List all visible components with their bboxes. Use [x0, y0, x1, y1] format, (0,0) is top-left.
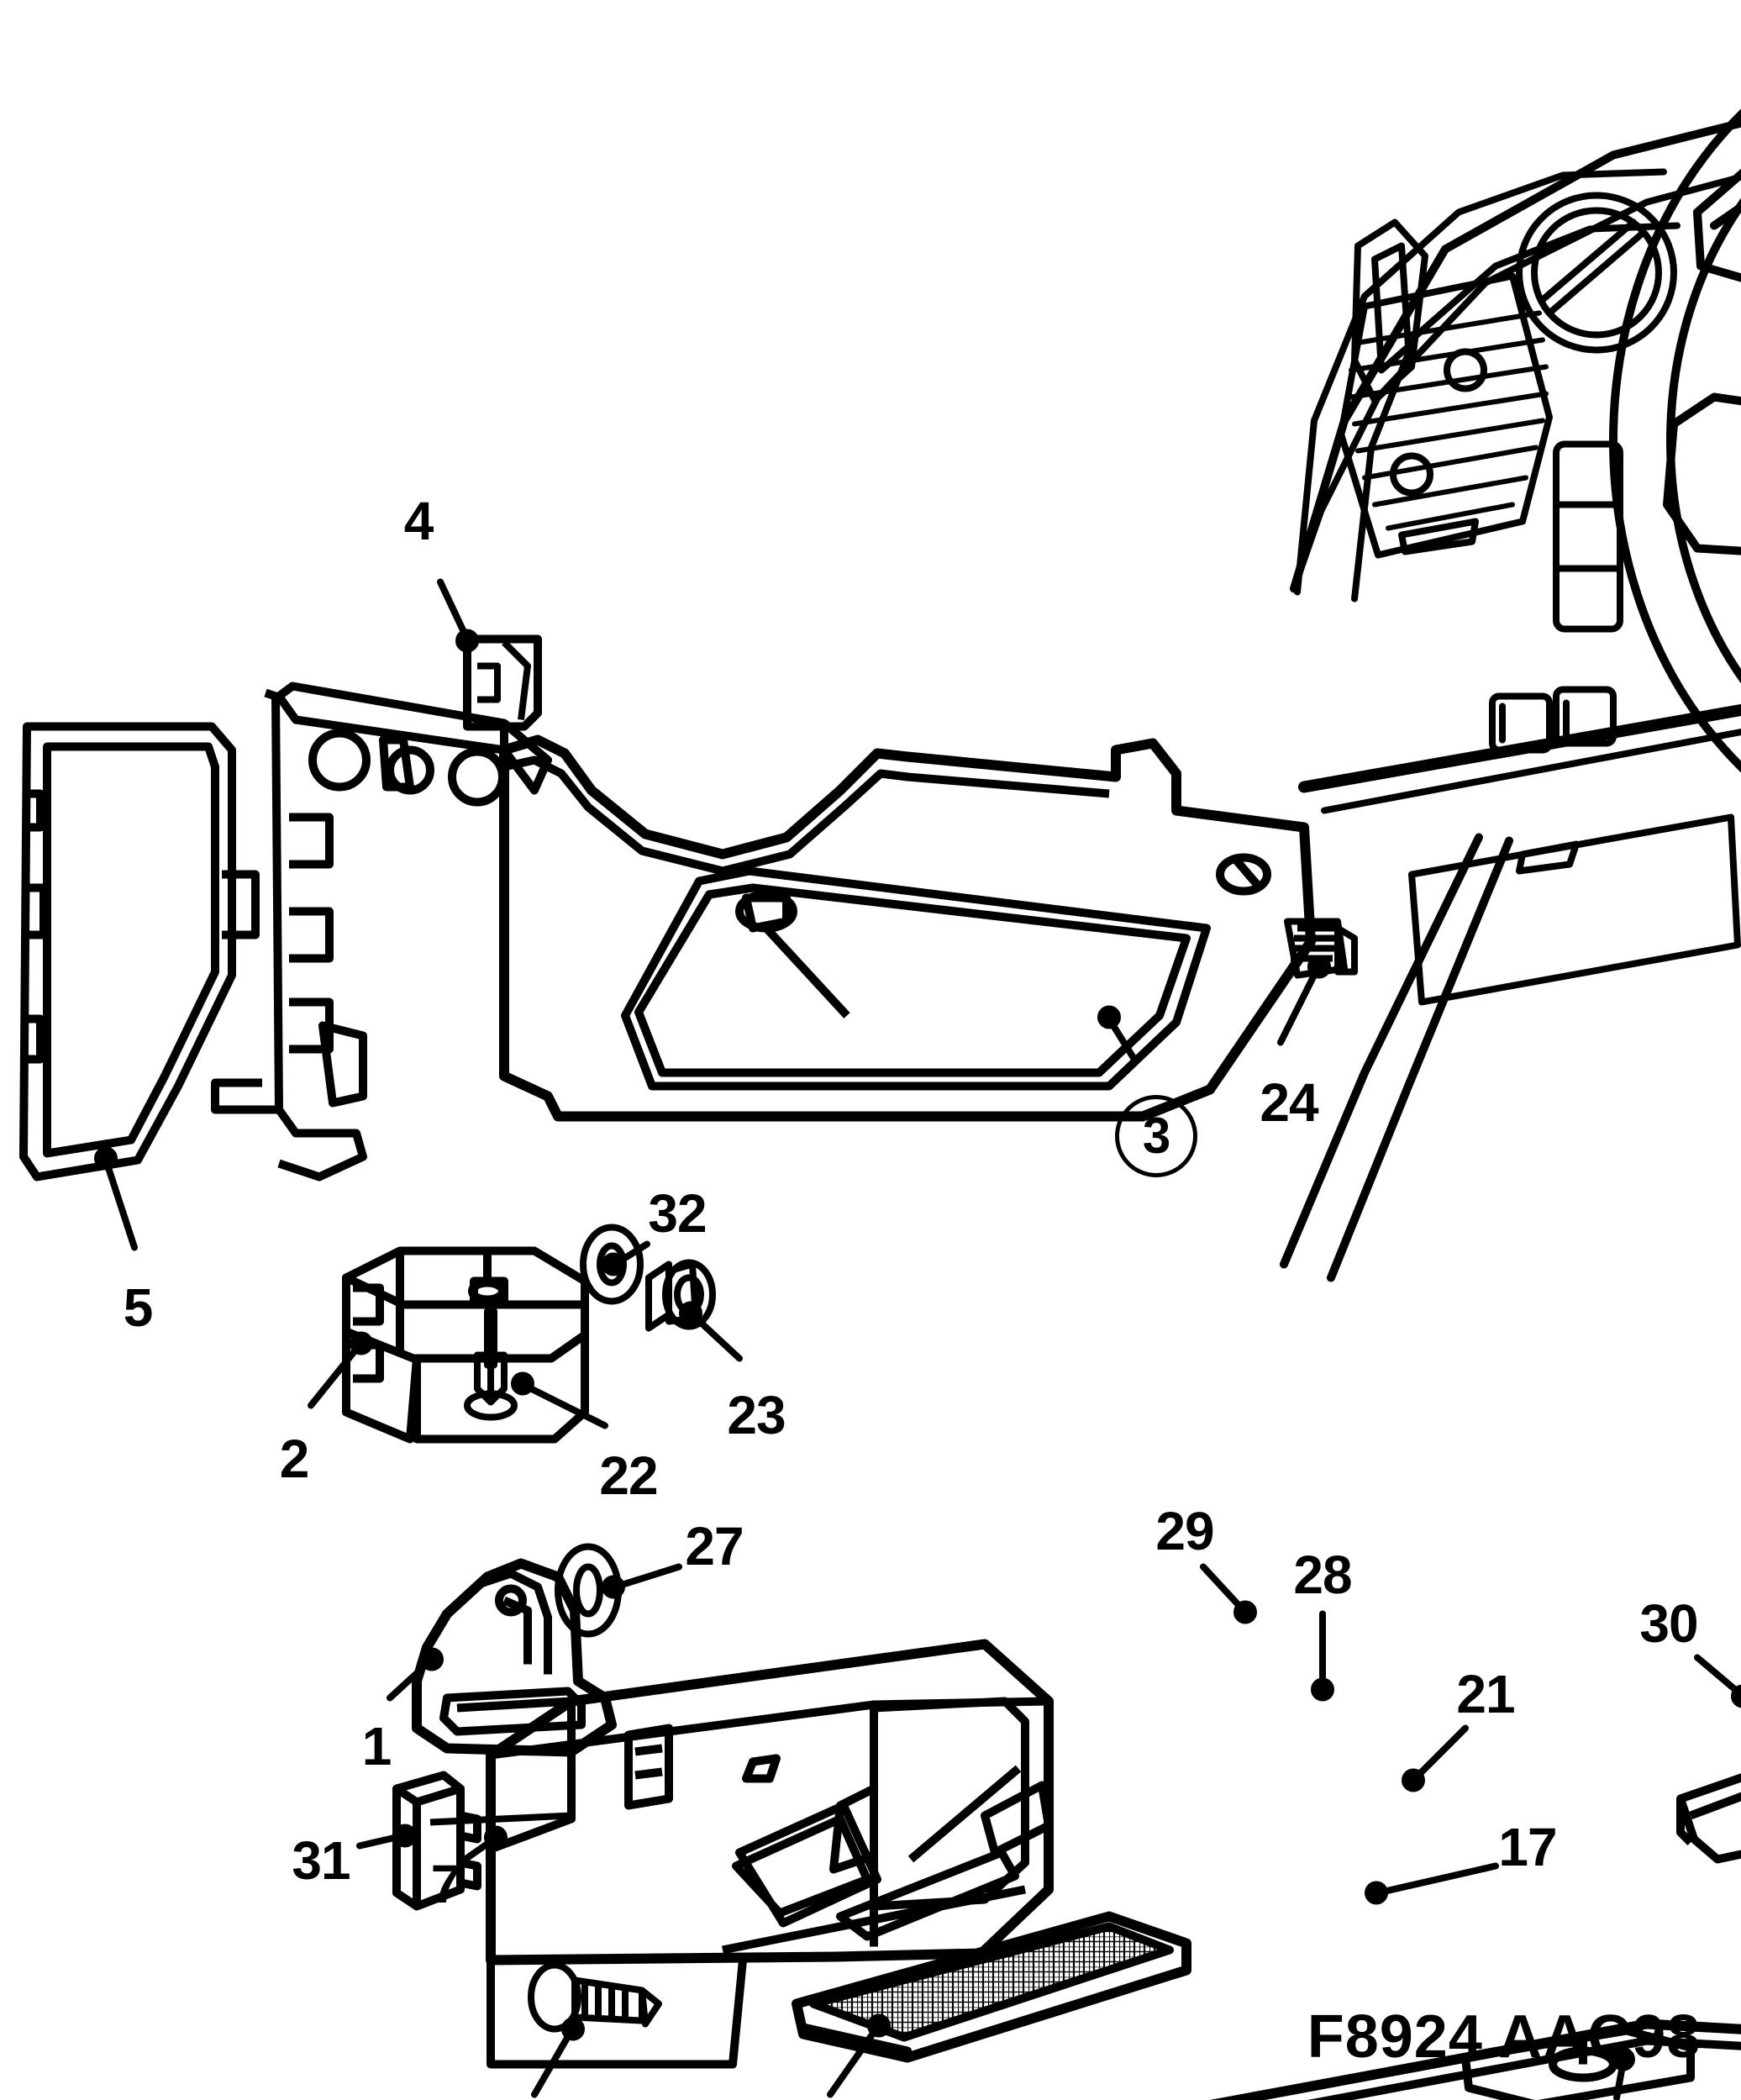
callout-23: 23: [727, 1385, 786, 1445]
callout-7: 7: [430, 1854, 461, 1914]
callout-2: 2: [279, 1429, 310, 1489]
callout-leader-lines: [94, 578, 1741, 2100]
callout-31: 31: [292, 1830, 350, 1891]
callout-27: 27: [685, 1516, 744, 1576]
callout-4: 4: [403, 491, 434, 551]
callout-30: 30: [1639, 1593, 1698, 1654]
part-3-lower-trim-panel: [211, 682, 1316, 1182]
callout-32: 32: [648, 1183, 707, 1244]
callout-28: 28: [1293, 1545, 1352, 1605]
dashboard-illustration: [1280, 108, 1741, 1282]
part-21-insulation-pad: [1676, 1773, 1741, 1864]
figure-code: F8924 AAC98: [1307, 2003, 1702, 2071]
callout-21: 21: [1456, 1664, 1515, 1724]
part-7-glove-box-housing: [486, 1639, 1054, 2069]
part-5-access-cover: [19, 722, 260, 1182]
callout-17: 17: [1498, 1817, 1557, 1877]
part-22-rivet-upper: [464, 1308, 518, 1421]
callout-22: 22: [599, 1445, 658, 1506]
part-31-striker-block: [392, 1771, 572, 1911]
callout-3: 3: [1115, 1095, 1197, 1177]
callout-24: 24: [1260, 1072, 1318, 1133]
callout-29: 29: [1155, 1501, 1214, 1561]
part-15-screw: [528, 1961, 662, 2033]
part-24-screw-upper: [1284, 918, 1358, 979]
callout-1: 1: [361, 1716, 392, 1776]
part-4-clip: [463, 634, 542, 731]
part-1-latch-handle: [412, 1558, 617, 1757]
callout-5: 5: [123, 1277, 154, 1338]
